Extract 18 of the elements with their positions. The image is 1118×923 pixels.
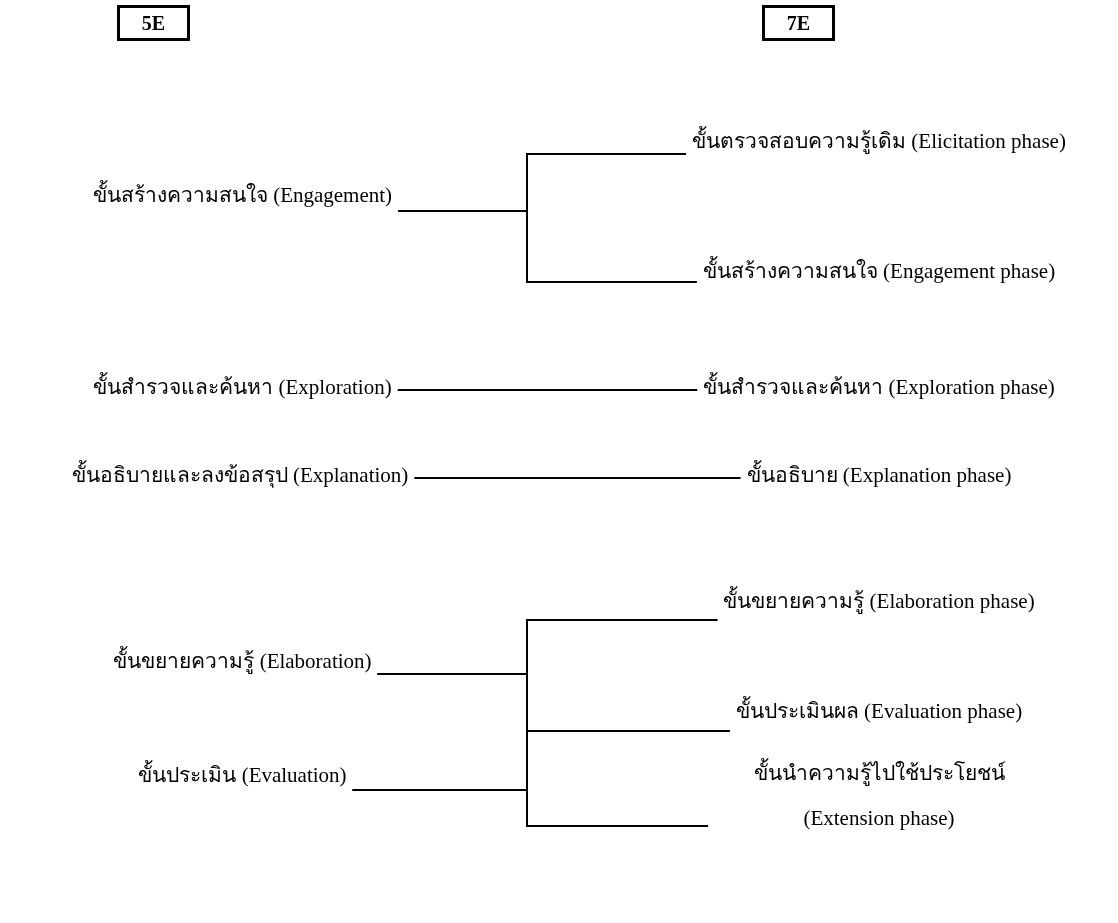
label-box: 5E xyxy=(117,5,190,41)
connector-line xyxy=(397,210,698,283)
phase-label: ขั้นสำรวจและค้นหา (Exploration) xyxy=(93,371,392,401)
phase-label: ขั้นสำรวจและค้นหา (Exploration phase) xyxy=(703,371,1055,401)
phase-label: ขั้นสร้างความสนใจ (Engagement phase) xyxy=(702,255,1056,285)
phase-label: ขั้นขยายความรู้ (Elaboration phase) xyxy=(723,585,1035,616)
phase-label: ขั้นอธิบายและลงข้อสรุป (Explanation) xyxy=(71,459,409,490)
phase-label: ขั้นนำความรู้ไปใช้ประโยชน์ (Extension phase) xyxy=(714,751,1044,841)
phase-label: ขั้นตรวจสอบความรู้เดิม (Elicitation phase) xyxy=(692,125,1066,156)
label-box: 7E xyxy=(762,5,835,41)
phase-label: ขั้นประเมินผล (Evaluation phase) xyxy=(735,695,1023,725)
phase-label: ขั้นสร้างความสนใจ (Engagement) xyxy=(92,179,393,209)
connector-line xyxy=(396,389,699,391)
phase-label: ขั้นขยายความรู้ (Elaboration) xyxy=(113,645,372,676)
phase-label: ขั้นประเมิน (Evaluation) xyxy=(138,759,347,789)
connector-line xyxy=(351,789,709,827)
phase-label: ขั้นอธิบาย (Explanation phase) xyxy=(746,459,1012,489)
connector-line xyxy=(413,477,742,479)
